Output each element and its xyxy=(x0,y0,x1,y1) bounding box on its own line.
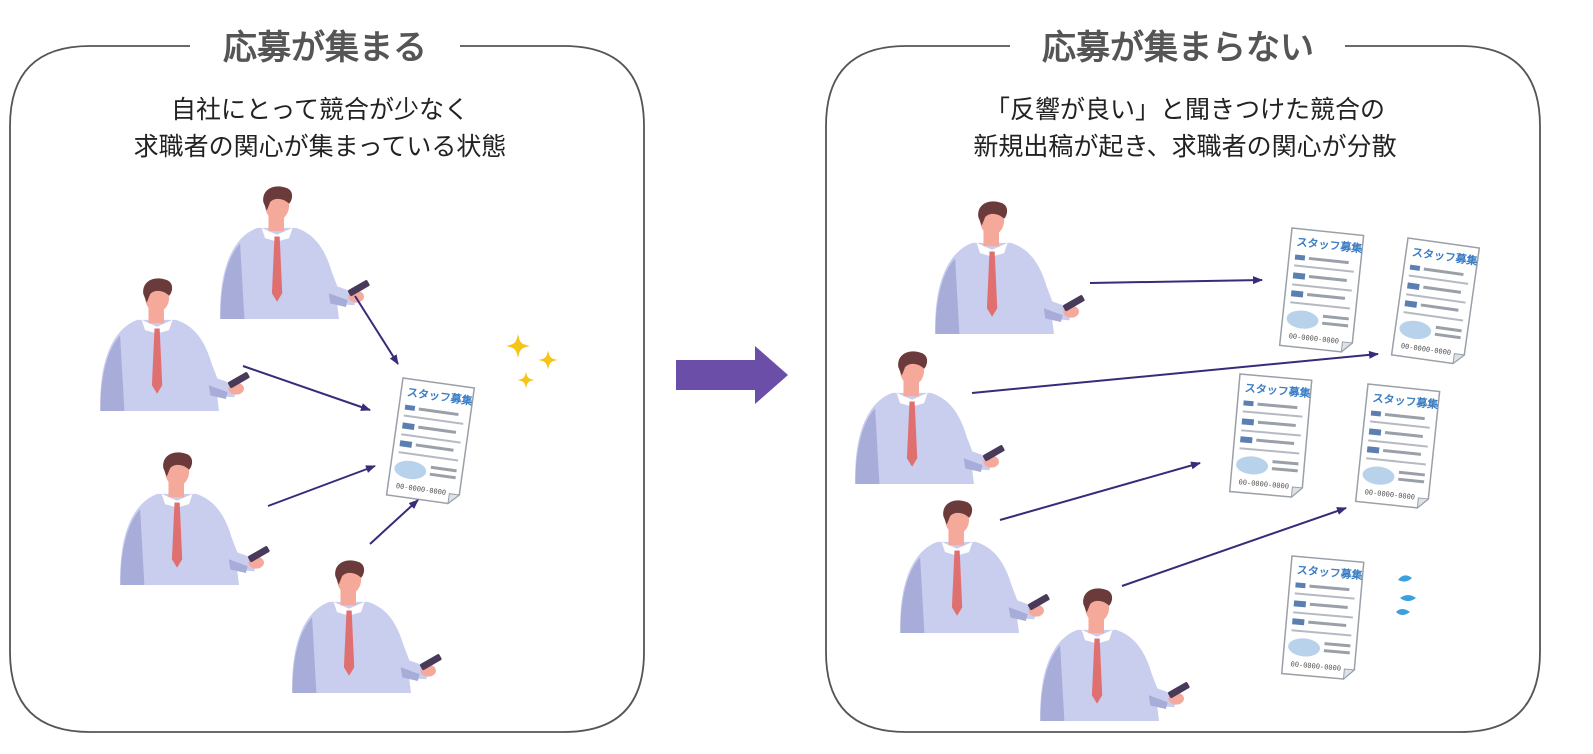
job-seeker-figure xyxy=(292,560,443,693)
job-flyer: スタッフ募集 00-0000-0000 xyxy=(1390,237,1481,366)
flyer-heading: スタッフ募集 xyxy=(1372,391,1440,412)
sparkle-icon xyxy=(538,350,558,370)
panel-caption-line-2: 求職者の関心が集まっている状態 xyxy=(134,132,507,161)
panel-frame xyxy=(825,45,1541,733)
flyer-heading: スタッフ募集 xyxy=(1244,381,1312,401)
job-flyer: スタッフ募集 00-0000-0000 xyxy=(1228,373,1313,499)
panel-caption-line-1: 「反響が良い」と聞きつけた競合の xyxy=(985,95,1385,124)
job-seeker-figure xyxy=(855,351,1006,484)
job-flyer: スタッフ募集 00-0000-0000 xyxy=(1280,555,1365,681)
job-seeker-figure xyxy=(935,201,1086,334)
panel-title: 応募が集まる xyxy=(223,28,427,68)
interest-arrow xyxy=(242,365,371,411)
job-seeker-figure xyxy=(120,452,271,585)
sweat-drops-icon xyxy=(1396,575,1416,615)
panel-caption-line-1: 自社にとって競合が少なく xyxy=(171,95,469,124)
panel-success: 応募が集まる 自社にとって競合が少なく 求職者の関心が集まっている状態 スタッフ… xyxy=(9,28,645,733)
job-seeker-figure xyxy=(220,186,371,319)
job-flyer: スタッフ募集 00-0000-0000 xyxy=(385,377,476,506)
panel-caption-line-2: 新規出稿が起き、求職者の関心が分散 xyxy=(973,132,1396,161)
panel-failure: 応募が集まらない 「反響が良い」と聞きつけた競合の 新規出稿が起き、求職者の関心… xyxy=(825,28,1541,733)
job-flyer: スタッフ募集 00-0000-0000 xyxy=(1278,227,1365,354)
interest-arrow xyxy=(1089,276,1263,285)
job-flyer: スタッフ募集 00-0000-0000 xyxy=(1354,383,1441,510)
interest-arrow xyxy=(1121,507,1347,587)
interest-arrow xyxy=(999,461,1201,521)
sparkle-icon xyxy=(506,334,530,358)
sparkle-icon xyxy=(517,371,535,389)
panel-frame xyxy=(9,45,645,733)
job-seeker-figure xyxy=(1040,588,1191,721)
interest-arrow xyxy=(354,295,399,365)
interest-arrow xyxy=(971,350,1379,394)
flyer-heading: スタッフ募集 xyxy=(1296,563,1364,583)
interest-arrow xyxy=(369,499,419,545)
interest-arrow xyxy=(267,465,376,507)
panel-title: 応募が集まらない xyxy=(1042,28,1314,68)
transition-arrow-icon xyxy=(676,346,788,404)
job-seeker-figure xyxy=(900,500,1051,633)
flyer-heading: スタッフ募集 xyxy=(1296,235,1364,256)
